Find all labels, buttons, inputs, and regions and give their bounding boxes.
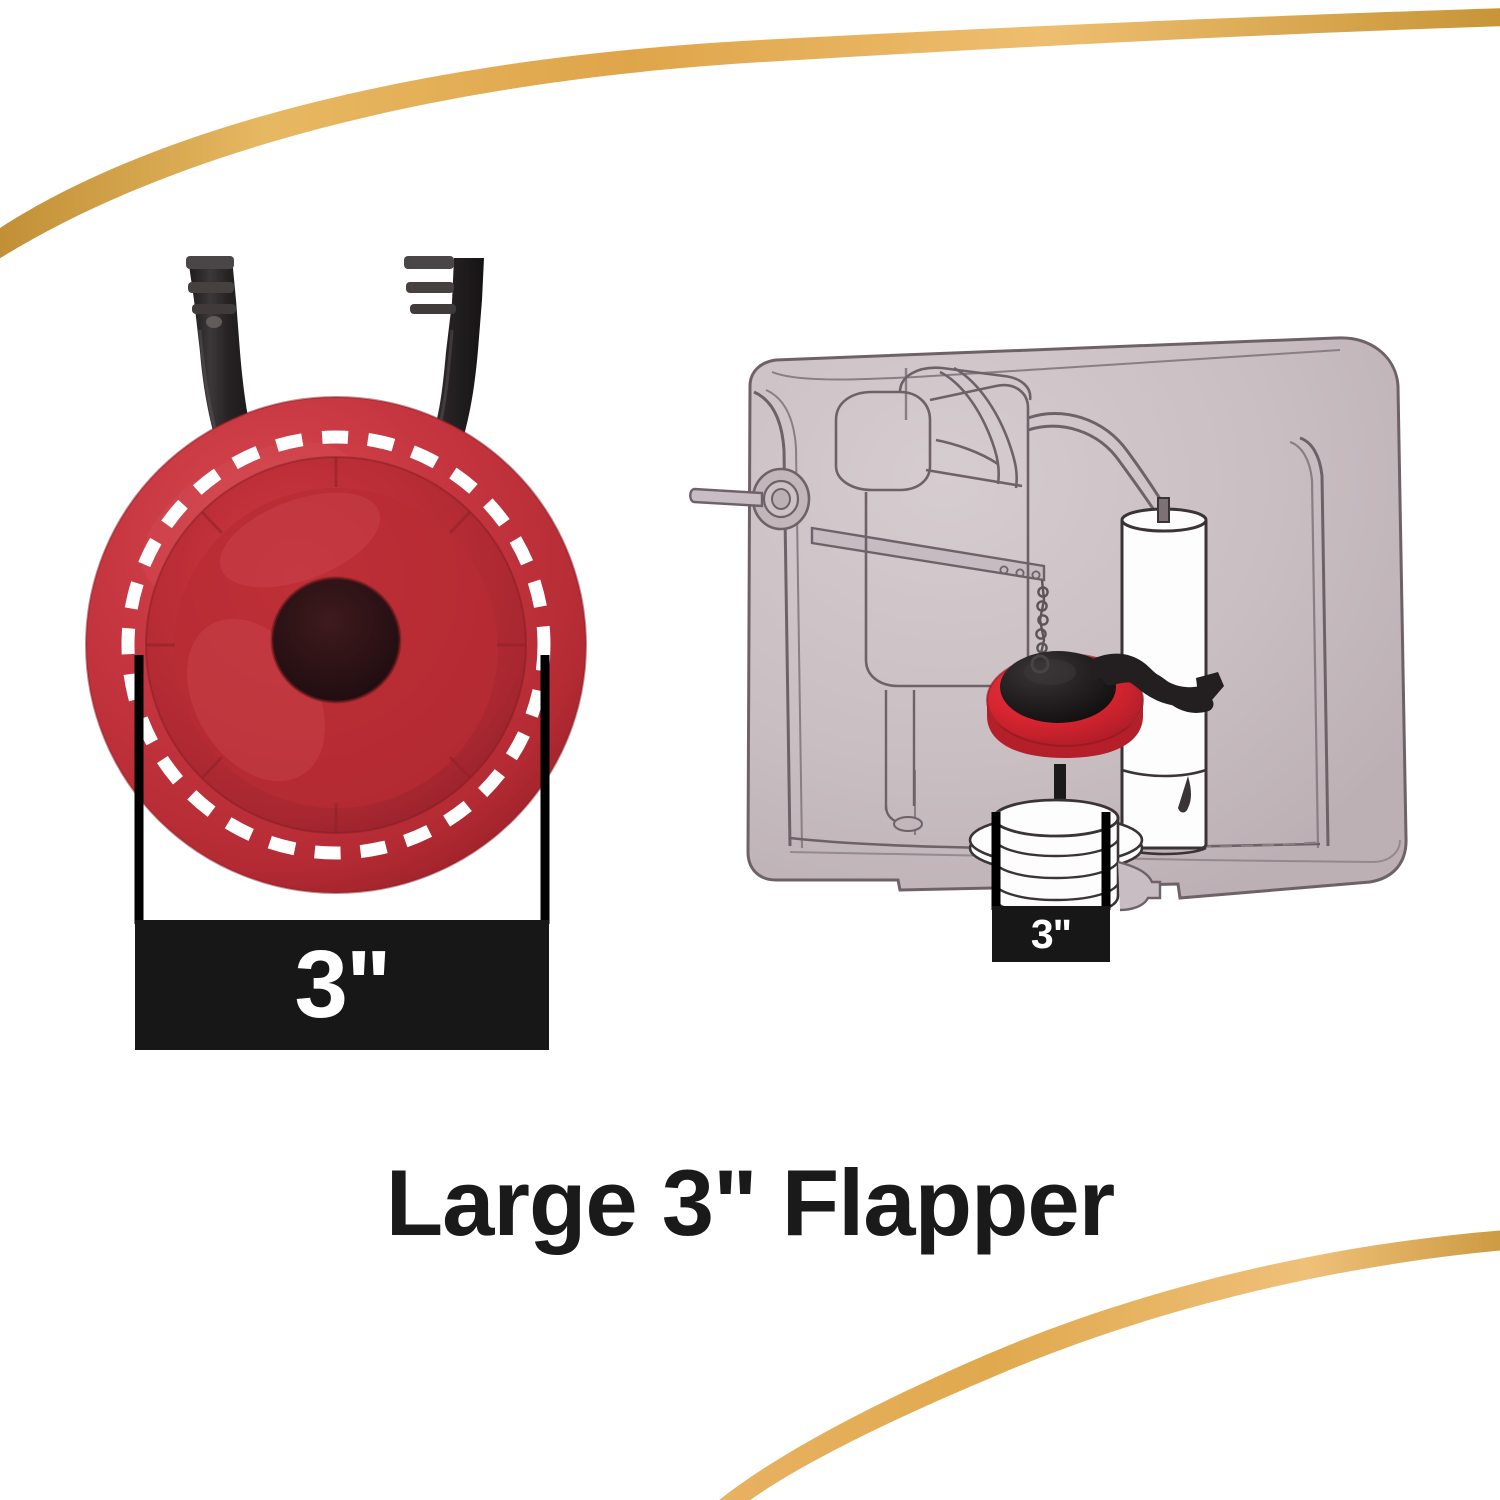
flapper-dashed-circle (121, 430, 551, 860)
flush-valve-seat (893, 798, 1162, 918)
gold-swoosh-bottom (719, 1230, 1500, 1500)
measurement-bracket-main (134, 655, 550, 924)
flapper-center-hole (270, 576, 402, 704)
measurement-bracket-tank (991, 812, 1111, 910)
measurement-label-main: 3" (135, 920, 549, 1050)
gold-swoosh-top (0, 8, 1500, 259)
measurement-label-tank: 3" (992, 906, 1110, 962)
flapper-installed (986, 651, 1224, 758)
tank-body (746, 336, 1408, 900)
flush-handle (689, 467, 811, 531)
page-title: Large 3" Flapper (385, 1150, 1116, 1255)
trip-lever-arm (810, 526, 1046, 582)
